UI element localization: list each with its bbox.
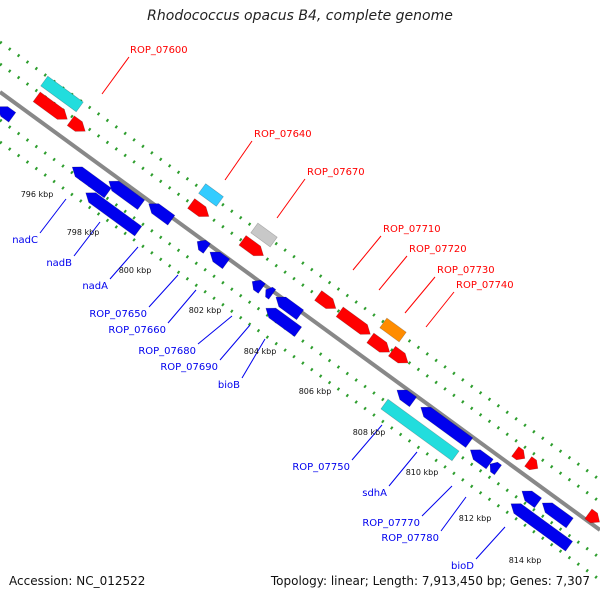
forward-gene-label[interactable]: ROP_07730 [437, 265, 495, 276]
kbp-label: 808 kbp [353, 428, 386, 437]
label-leader-line [440, 496, 467, 532]
gene-feature[interactable] [584, 508, 600, 527]
kbp-label: 810 kbp [406, 468, 439, 477]
label-leaders [39, 56, 506, 560]
tick-dot-line [0, 40, 600, 482]
tick-dot-line [0, 140, 600, 582]
label-leader-line [39, 198, 67, 234]
kbp-label: 798 kbp [67, 228, 100, 237]
label-leader-line [388, 451, 418, 487]
gene-feature[interactable] [507, 499, 574, 552]
reverse-gene-label[interactable]: ROP_07750 [292, 462, 350, 473]
gene-feature[interactable] [262, 303, 303, 338]
label-leader-line [404, 276, 436, 314]
label-leader-line [109, 246, 139, 280]
reverse-gene-label[interactable]: ROP_07770 [362, 518, 420, 529]
gene-feature[interactable] [32, 91, 71, 124]
gene-feature[interactable] [524, 456, 542, 474]
reverse-gene-label[interactable]: bioB [218, 380, 240, 391]
gene-feature[interactable] [272, 292, 305, 321]
gene-feature[interactable] [314, 290, 340, 314]
reverse-gene-label[interactable]: nadA [82, 281, 108, 292]
label-leader-line [197, 315, 233, 345]
forward-gene-label[interactable]: ROP_07740 [456, 280, 514, 291]
gene-feature[interactable] [467, 445, 494, 470]
gene-feature[interactable] [194, 237, 211, 254]
gene-feature[interactable] [486, 459, 502, 476]
kbp-label: 806 kbp [299, 387, 332, 396]
label-leader-line [224, 140, 253, 181]
kbp-scale: 796 kbp 798 kbp 800 kbp 802 kbp 804 kbp 806 k… [21, 190, 542, 565]
reverse-gene-label[interactable]: ROP_07680 [138, 346, 196, 357]
gene-feature[interactable] [238, 235, 267, 260]
reverse-gene-label[interactable]: ROP_07690 [160, 362, 218, 373]
gene-feature[interactable] [198, 183, 224, 207]
gene-feature[interactable] [187, 198, 213, 222]
reverse-gene-label[interactable]: ROP_07660 [108, 325, 166, 336]
label-leader-line [475, 526, 506, 560]
gene-feature[interactable] [250, 222, 278, 248]
gene-feature[interactable] [206, 247, 231, 270]
kbp-label: 796 kbp [21, 190, 54, 199]
kbp-label: 812 kbp [459, 514, 492, 523]
kbp-label: 800 kbp [119, 266, 152, 275]
gene-feature[interactable] [69, 162, 112, 199]
forward-gene-label[interactable]: ROP_07640 [254, 129, 312, 140]
label-leader-line [101, 56, 130, 95]
label-leader-line [167, 289, 197, 324]
gene-feature[interactable] [66, 115, 89, 136]
topology-text: Topology: linear; Length: 7,913,450 bp; … [270, 574, 590, 588]
reverse-gene-label[interactable]: nadC [12, 235, 38, 246]
gene-feature[interactable] [82, 188, 143, 237]
reverse-gene-label[interactable]: ROP_07780 [381, 533, 439, 544]
gene-feature[interactable] [335, 306, 374, 339]
label-leader-line [425, 291, 455, 328]
label-leader-line [352, 235, 382, 271]
forward-gene-label[interactable]: ROP_07720 [409, 244, 467, 255]
forward-gene-label[interactable]: ROP_07600 [130, 45, 188, 56]
accession-text: Accession: NC_012522 [9, 574, 146, 588]
gene-feature[interactable] [145, 199, 176, 226]
gene-feature[interactable] [379, 317, 407, 343]
gene-track [0, 75, 600, 552]
kbp-label: 814 kbp [509, 556, 542, 565]
reverse-gene-label[interactable]: sdhA [362, 488, 387, 499]
gene-feature[interactable] [387, 345, 411, 367]
label-leader-line [148, 274, 179, 308]
gene-feature[interactable] [249, 277, 266, 294]
kbp-label: 802 kbp [189, 306, 222, 315]
label-leader-line [378, 255, 408, 291]
gene-feature[interactable] [366, 332, 393, 357]
gene-feature[interactable] [380, 398, 460, 462]
forward-gene-label[interactable]: ROP_07670 [307, 167, 365, 178]
gene-feature[interactable] [518, 486, 543, 509]
kbp-label: 804 kbp [244, 347, 277, 356]
reverse-gene-label[interactable]: nadB [46, 258, 72, 269]
label-leader-line [351, 424, 383, 461]
gene-feature[interactable] [539, 498, 574, 529]
forward-gene-label[interactable]: ROP_07710 [383, 224, 441, 235]
gene-feature[interactable] [105, 176, 146, 211]
gene-feature[interactable] [40, 75, 84, 113]
label-leader-line [73, 221, 101, 257]
reverse-gene-label[interactable]: ROP_07650 [89, 309, 147, 320]
label-leader-line [219, 324, 251, 361]
gene-feature[interactable] [262, 285, 277, 300]
reverse-gene-label[interactable]: bioD [451, 561, 474, 572]
gene-feature[interactable] [511, 446, 529, 464]
label-leader-line [421, 485, 453, 517]
gene-feature[interactable] [0, 102, 17, 123]
gene-labels: ROP_07600ROP_07640ROP_07670ROP_07710ROP_… [12, 45, 513, 572]
gene-feature[interactable] [393, 385, 418, 408]
genome-title: Rhodococcus opacus B4, complete genome [147, 8, 453, 24]
label-leader-line [241, 338, 266, 379]
gene-feature[interactable] [417, 402, 474, 448]
label-leader-line [276, 178, 306, 219]
